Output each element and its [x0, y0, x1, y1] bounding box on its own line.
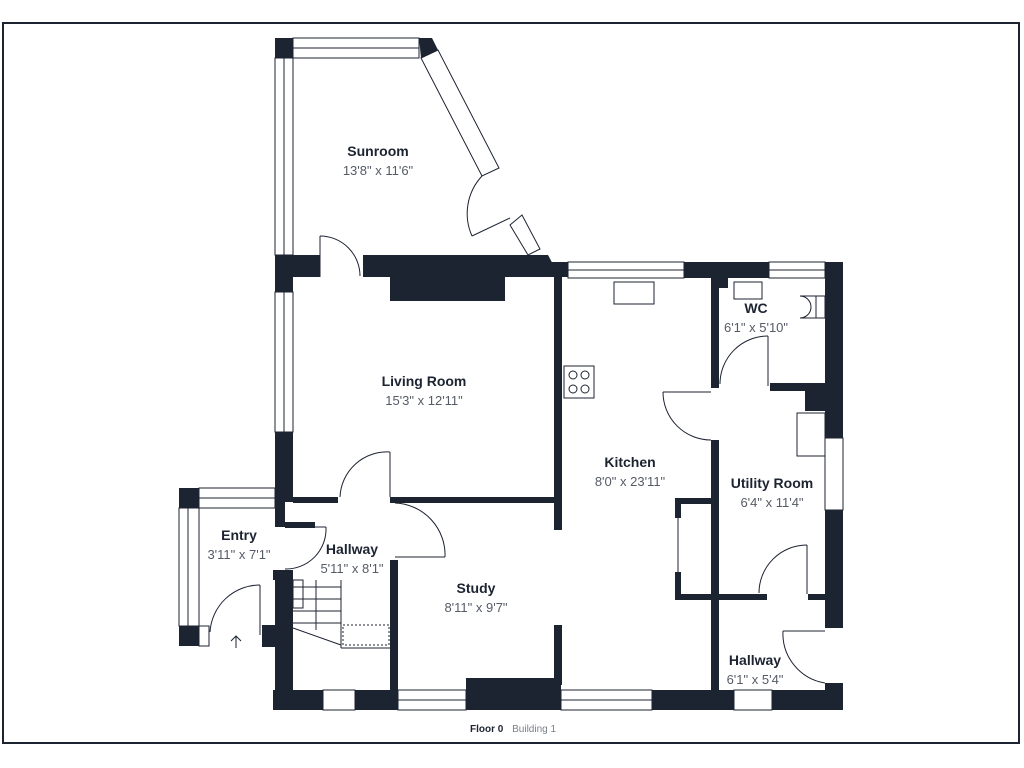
room-entry: Entry 3'11" x 7'1" — [207, 527, 270, 562]
floor-label: Floor 0 — [470, 724, 504, 735]
room-name: WC — [744, 300, 768, 316]
room-name: Hallway — [728, 652, 782, 668]
room-kitchen: Kitchen 8'0" x 23'11" — [595, 454, 665, 489]
floor-caption: Floor 0 Building 1 — [470, 724, 556, 735]
room-study: Study 8'11" x 9'7" — [444, 580, 507, 615]
room-dimensions: 6'4" x 11'4" — [740, 495, 804, 510]
room-name: Living Room — [381, 373, 467, 389]
room-dimensions: 15'3" x 12'11" — [385, 393, 463, 408]
room-dimensions: 8'11" x 9'7" — [444, 600, 508, 615]
room-name: Sunroom — [347, 143, 409, 159]
room-name: Study — [456, 580, 496, 596]
room-name: Hallway — [325, 541, 379, 557]
room-hallway-1: Hallway 5'11" x 8'1" — [320, 541, 383, 576]
room-dimensions: 6'1" x 5'4" — [726, 672, 784, 687]
building-label: Building 1 — [512, 724, 557, 735]
room-dimensions: 3'11" x 7'1" — [207, 547, 271, 562]
room-utility-room: Utility Room 6'4" x 11'4" — [731, 475, 813, 510]
room-dimensions: 6'1" x 5'10" — [723, 320, 789, 335]
room-dimensions: 5'11" x 8'1" — [320, 561, 384, 576]
room-name: Utility Room — [730, 475, 814, 491]
room-sunroom: Sunroom 13'8" x 11'6" — [343, 143, 413, 178]
room-dimensions: 13'8" x 11'6" — [342, 163, 414, 178]
floorplan-frame — [2, 22, 1020, 744]
room-dimensions: 8'0" x 23'11" — [594, 474, 666, 489]
room-wc: WC 6'1" x 5'10" — [724, 300, 788, 335]
room-living-room: Living Room 15'3" x 12'11" — [382, 373, 467, 408]
room-name: Entry — [221, 527, 257, 543]
room-name: Kitchen — [604, 454, 656, 470]
room-hallway-2: Hallway 6'1" x 5'4" — [727, 652, 784, 687]
